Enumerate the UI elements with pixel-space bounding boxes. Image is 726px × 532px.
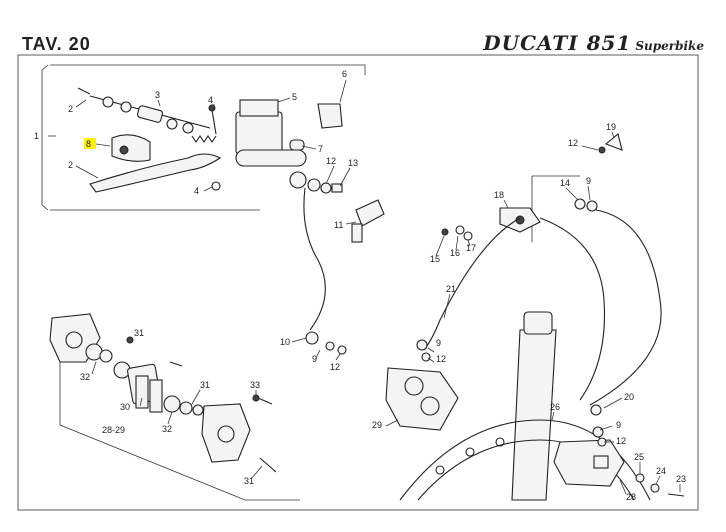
upper-brake-hose [303,187,326,331]
callout-23: 23 [676,474,686,484]
callout-15: 15 [430,254,440,264]
brand-subtitle: Superbike [635,39,704,53]
callout-12-upper: 12 [326,156,336,166]
callout-28-29: 28-29 [102,425,125,435]
callout-4-upper: 4 [208,95,213,105]
piston-spring-kit [89,95,217,143]
plate-border [17,54,699,511]
banjo-fittings-upper [305,182,347,355]
left-lower-fittings [416,339,431,362]
group-1-frame-top [50,64,366,75]
callout-29: 29 [372,420,382,430]
right-fittings [441,133,623,241]
callout-12-right: 12 [568,138,578,148]
caliper-bolts [169,361,277,473]
callout-labels: 1 2 2 3 4 4 5 6 7 8 9 9 9 9 10 11 12 12 … [34,69,686,502]
callout-19: 19 [606,122,616,132]
upper-bolts [77,87,221,191]
callout-21: 21 [446,284,456,294]
callout-9-right: 9 [586,176,591,186]
plate-number: TAV. 20 [22,34,91,54]
callout-9-left-caliper: 9 [436,338,441,348]
lever-bracket [111,134,151,162]
callout-31-middle: 31 [200,380,210,390]
brake-pads [135,375,163,413]
callout-30: 30 [120,402,130,412]
hose-connector [351,199,385,243]
callout-5: 5 [292,92,297,102]
callout-33: 33 [250,380,260,390]
callout-2-upper: 2 [68,104,73,114]
callout-9-right-caliper: 9 [616,420,621,430]
callout-10: 10 [280,337,290,347]
callout-12-hose: 12 [330,362,340,372]
callout-11: 11 [334,220,343,230]
right-front-caliper [553,439,625,487]
callout-28: 28 [626,492,636,502]
callout-31-top: 31 [134,328,144,338]
caliper-seals-right [163,395,204,416]
callout-18: 18 [494,190,504,200]
brake-lever [89,153,222,193]
brand-name: DUCATI 851 [483,31,632,55]
hose-splitter [499,207,541,233]
callout-7: 7 [318,144,323,154]
callout-4-lower: 4 [194,186,199,196]
rear-caliper-body-right [201,403,251,463]
callout-2-lever: 2 [68,160,73,170]
callout-24: 24 [656,466,666,476]
callout-9-upper-hose: 9 [312,354,317,364]
caliper-kit-frame-bottom [59,424,300,501]
callout-8-highlight [84,138,96,149]
callout-6: 6 [342,69,347,79]
left-front-caliper [385,367,459,431]
callout-20: 20 [624,392,634,402]
callout-12-right-caliper: 12 [616,436,626,446]
callout-13: 13 [348,158,358,168]
leader-lines [48,79,681,495]
reservoir-clamp [289,103,343,151]
callout-3: 3 [155,90,160,100]
callout-8: 8 [86,139,91,149]
callout-14: 14 [560,178,570,188]
callout-17: 17 [466,243,476,253]
group-1-bracket [41,64,49,211]
right-caliper-hose [589,209,662,406]
callout-12-left-caliper: 12 [436,354,446,364]
callout-16: 16 [450,248,460,258]
callout-26: 26 [550,402,560,412]
master-cylinder [235,99,321,192]
connector-hose [539,217,606,401]
callout-1: 1 [34,131,39,141]
callout-25: 25 [634,452,644,462]
callout-32-right: 32 [162,424,172,434]
front-fork [511,311,557,501]
callout-32-left: 32 [80,372,90,382]
callout-31-bottom: 31 [244,476,254,486]
